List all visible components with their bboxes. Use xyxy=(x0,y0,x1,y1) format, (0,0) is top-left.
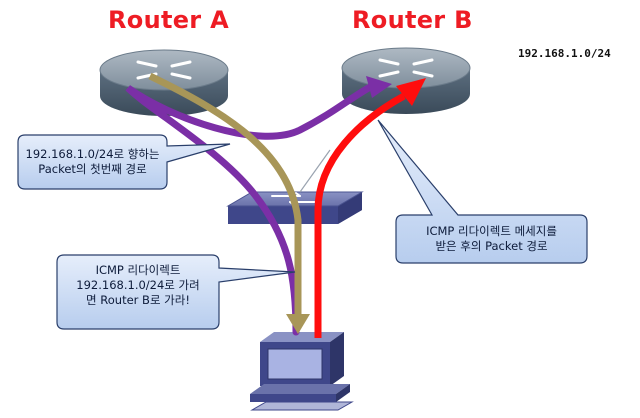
callout-after-redirect-line-1: ICMP 리다이렉트 메세지를 xyxy=(426,224,557,238)
callout-redirect-line-3: 면 Router B로 가라! xyxy=(86,293,190,307)
after-redirect-path-arrow xyxy=(314,92,406,338)
callout-first-path xyxy=(17,134,231,190)
callout-after-redirect-text: ICMP 리다이렉트 메세지를 받은 후의 Packet 경로 xyxy=(396,224,587,254)
callout-redirect-message-text: ICMP 리다이렉트 192.168.1.0/24로 가려 면 Router B… xyxy=(57,263,219,308)
network-label: 192.168.1.0/24 xyxy=(518,47,611,60)
callout-first-path-line-1: 192.168.1.0/24로 향하는 xyxy=(25,147,160,161)
callout-after-redirect xyxy=(377,119,588,264)
callout-after-redirect-line-2: 받은 후의 Packet 경로 xyxy=(435,239,548,253)
router-a-icon xyxy=(99,49,229,116)
after-redirect-path-arrowhead xyxy=(396,78,426,106)
router-b-label: Router B xyxy=(352,6,473,34)
first-path-arrow xyxy=(125,82,376,336)
redirect-path-arrowhead xyxy=(286,314,310,334)
router-b-icon xyxy=(341,47,471,114)
callout-redirect-message xyxy=(56,254,296,330)
router-a-label: Router A xyxy=(108,6,229,34)
callout-first-path-line-2: Packet의 첫번째 경로 xyxy=(38,162,147,176)
callout-first-path-text: 192.168.1.0/24로 향하는 Packet의 첫번째 경로 xyxy=(18,147,167,177)
first-path-arrowhead xyxy=(366,76,392,98)
workstation-icon xyxy=(250,332,354,411)
callout-redirect-line-1: ICMP 리다이렉트 xyxy=(95,263,181,277)
callout-redirect-line-2: 192.168.1.0/24로 가려 xyxy=(76,278,200,292)
redirect-path-arrow xyxy=(148,72,302,316)
